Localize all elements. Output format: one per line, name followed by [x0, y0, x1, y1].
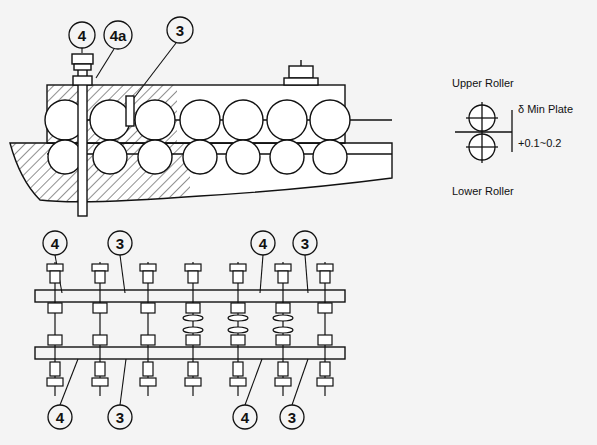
part-label: Lower Roller [452, 186, 514, 197]
nut [185, 378, 201, 386]
collar [188, 271, 198, 283]
nut [185, 264, 201, 271]
nut [230, 378, 246, 386]
callout-number: 4 [51, 236, 59, 251]
roller [318, 303, 332, 313]
roller [93, 303, 107, 313]
callout-number: 3 [116, 410, 124, 425]
nut [275, 264, 291, 271]
callout-number: 4a [110, 28, 127, 43]
collar [188, 362, 198, 376]
lower-roller [226, 140, 260, 174]
collar [320, 362, 330, 376]
washer [183, 327, 203, 333]
part-label: δ Min Plate [518, 104, 573, 115]
washer [228, 327, 248, 333]
lower-roller [48, 140, 82, 174]
roller [141, 303, 155, 313]
nut [140, 264, 156, 271]
upper-roller [180, 100, 220, 140]
nut [317, 264, 333, 271]
nut [230, 264, 246, 271]
washer [183, 315, 203, 321]
nut [317, 378, 333, 386]
washer [228, 315, 248, 321]
roller [186, 303, 200, 313]
collar [233, 271, 243, 283]
collar [95, 362, 105, 376]
callout-number: 3 [301, 236, 309, 251]
nut [275, 378, 291, 386]
upper-roller [223, 100, 263, 140]
nut [47, 264, 63, 271]
nut [92, 378, 108, 386]
collar [50, 362, 60, 376]
washer [273, 315, 293, 321]
callout-number: 3 [176, 23, 184, 38]
roller [276, 335, 290, 345]
part-label: +0.1~0.2 [518, 138, 561, 149]
upper-roller [135, 100, 175, 140]
callout-number: 3 [116, 236, 124, 251]
roller [231, 335, 245, 345]
collar [143, 362, 153, 376]
lower-roller [183, 140, 217, 174]
roller [48, 335, 62, 345]
collar [278, 271, 288, 283]
collar [320, 271, 330, 283]
lower-roller [270, 140, 304, 174]
callout-number: 4 [241, 410, 249, 425]
upper-roller [90, 100, 130, 140]
roller-shafts [47, 262, 333, 396]
nut [47, 378, 63, 386]
callout-number: 4 [78, 28, 86, 43]
lower-roller [93, 140, 127, 174]
roller-circles [45, 100, 350, 174]
nut [140, 378, 156, 386]
collar [50, 271, 60, 283]
washer [273, 327, 293, 333]
upper-roller [310, 100, 350, 140]
roller [231, 303, 245, 313]
collar [95, 271, 105, 283]
part-label: Upper Roller [452, 78, 514, 89]
collar [143, 271, 153, 283]
lower-roller [313, 140, 347, 174]
collar [233, 362, 243, 376]
lower-roller [138, 140, 172, 174]
collar [278, 362, 288, 376]
upper-roller [267, 100, 307, 140]
nut [92, 264, 108, 271]
roller [93, 335, 107, 345]
callout-number: 3 [288, 410, 296, 425]
roller [186, 335, 200, 345]
roller [276, 303, 290, 313]
roller [48, 303, 62, 313]
callout-number: 4 [56, 410, 64, 425]
callout-number: 4 [259, 236, 267, 251]
roller [318, 335, 332, 345]
roller [141, 335, 155, 345]
